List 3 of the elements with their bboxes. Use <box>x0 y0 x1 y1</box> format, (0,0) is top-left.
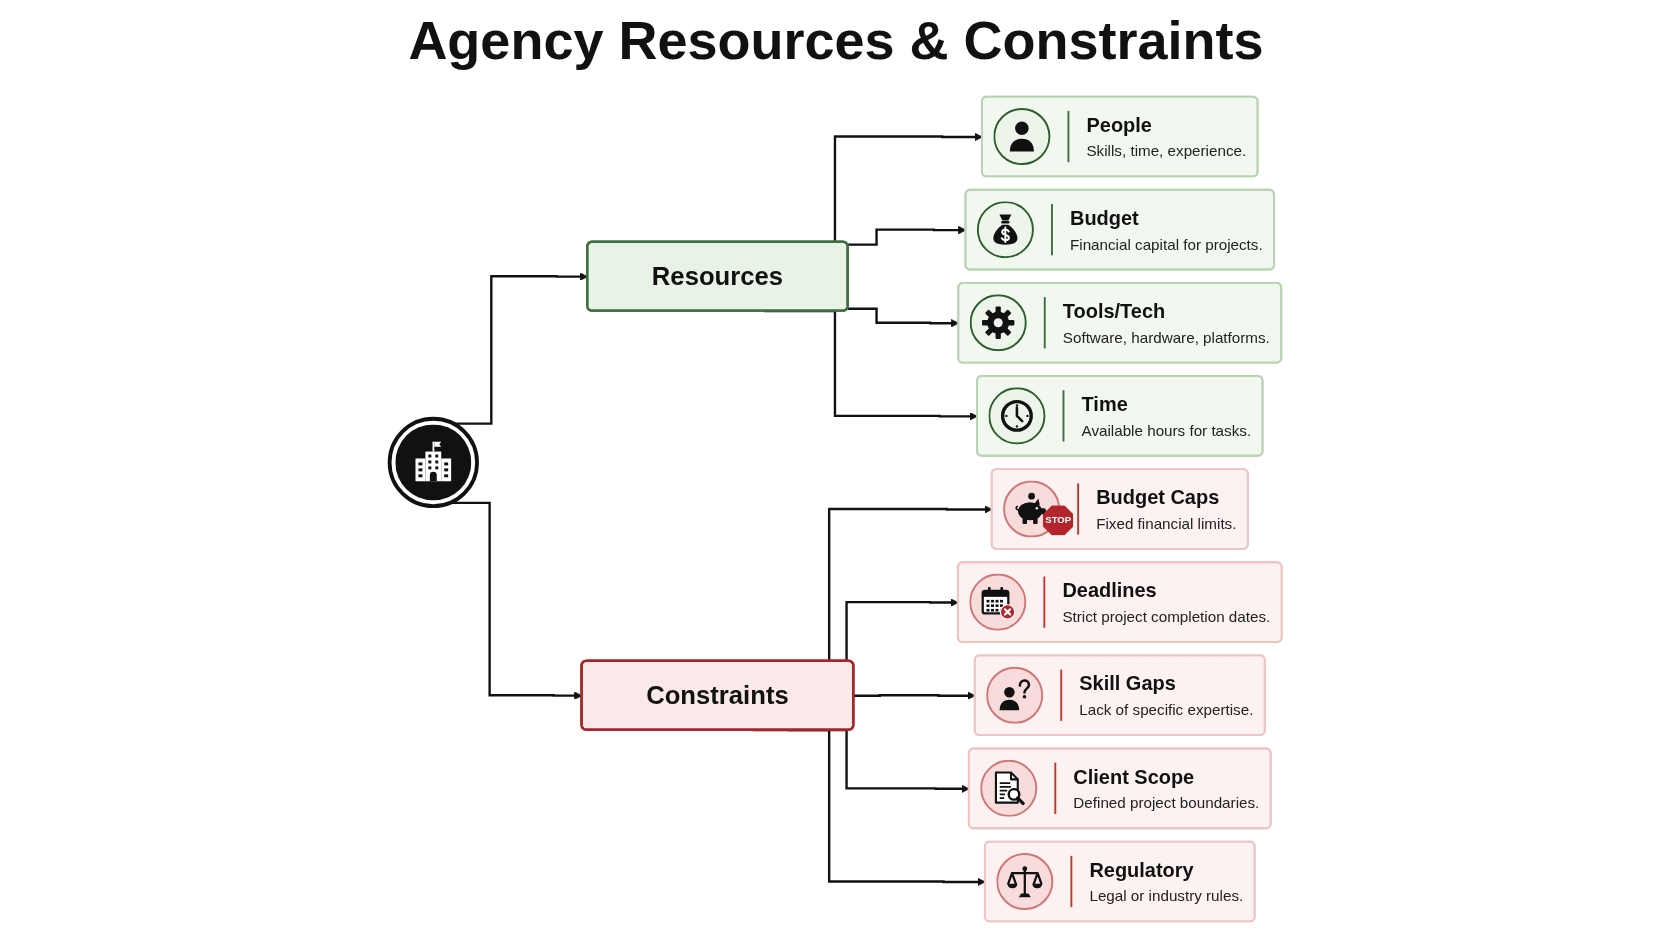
diagram-title: Agency Resources & Constraints <box>408 9 1264 72</box>
arrow <box>854 691 976 700</box>
node-circle <box>388 416 480 509</box>
